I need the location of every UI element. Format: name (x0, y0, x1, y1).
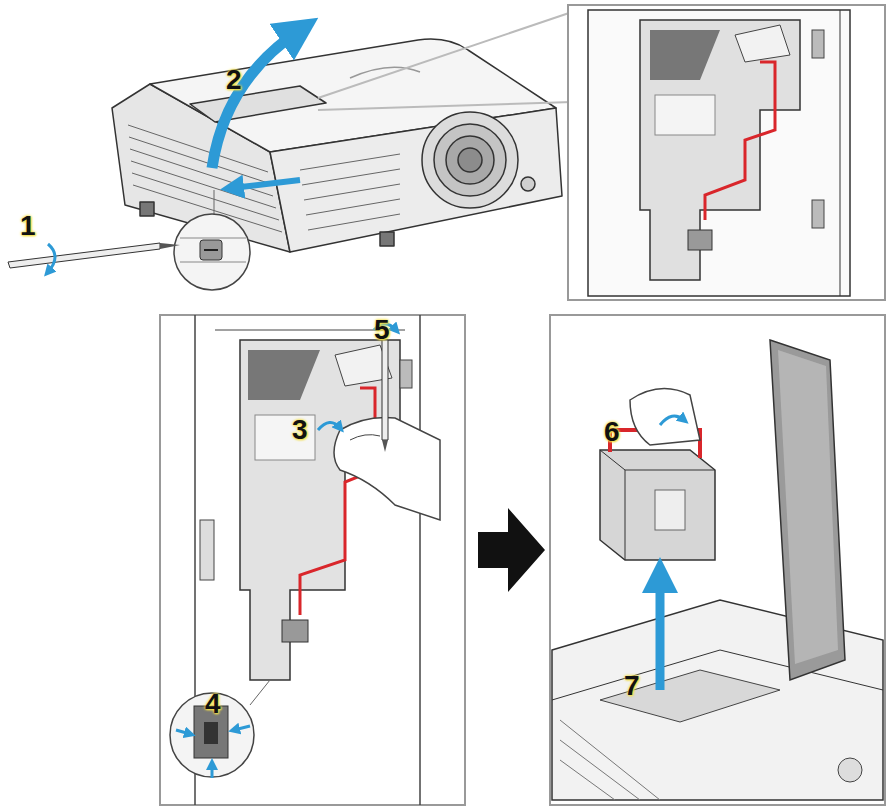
inset-panel (568, 5, 885, 300)
slide-arrow (232, 180, 300, 188)
callout-number: 5 (374, 316, 390, 344)
callout-number: 7 (624, 672, 640, 700)
callout-number: 1 (20, 212, 36, 240)
next-arrow (478, 508, 545, 592)
callout-number: 3 (292, 416, 308, 444)
screw-inset (174, 190, 250, 290)
open-arrow (212, 30, 300, 168)
callout-number: 4 (205, 690, 221, 718)
callout-number: 2 (226, 66, 242, 94)
projector (112, 39, 562, 252)
callout-number: 6 (604, 418, 620, 446)
step-panel (550, 315, 885, 805)
screwdriver (8, 243, 180, 272)
step-panel (160, 315, 465, 805)
